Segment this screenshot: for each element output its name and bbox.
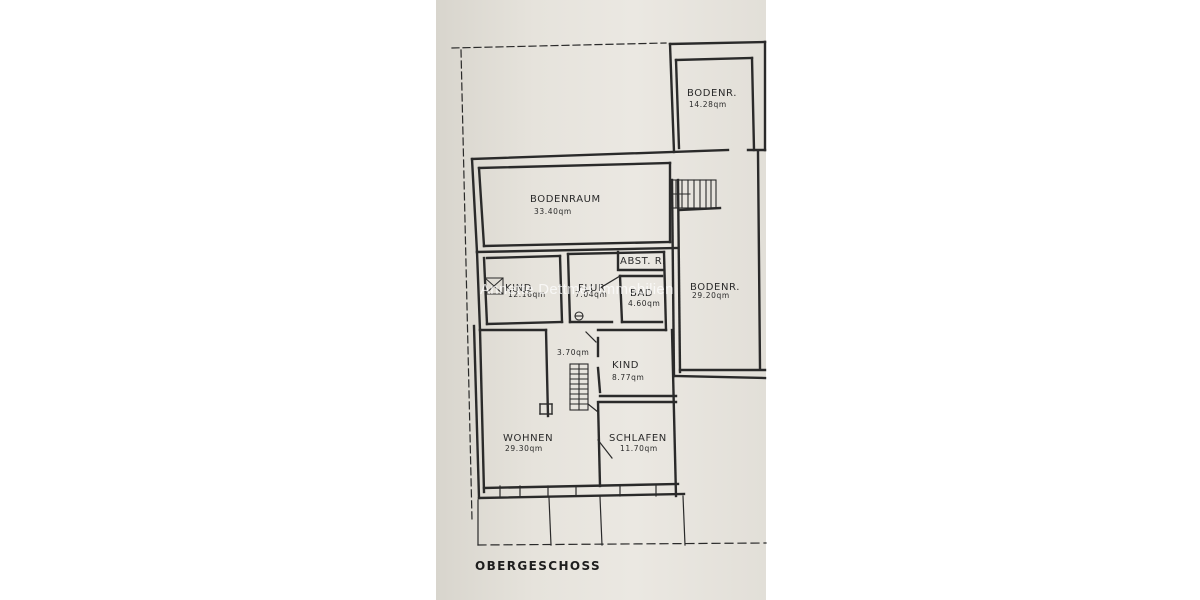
room-labels: BODENR. 14.28qm BODENRAUM 33.40qm ABST. … — [503, 88, 740, 453]
label-bodenraum: BODENRAUM — [530, 194, 601, 205]
area-wohnen: 29.30qm — [505, 444, 543, 453]
label-kind-mid: KIND — [612, 360, 639, 371]
label-flur: FLUR — [578, 283, 606, 294]
kind-left-fixture — [484, 277, 504, 295]
label-bodenr-top: BODENR. — [687, 88, 737, 99]
label-schlafen: SCHLAFEN — [609, 433, 667, 444]
room-bodenraum — [470, 148, 767, 254]
area-schlafen: 11.70qm — [620, 444, 658, 453]
rooms-middle-row — [475, 250, 668, 332]
room-bodenr-top — [668, 40, 767, 154]
label-abstr: ABST. R. — [620, 256, 666, 267]
area-bodenr-top: 14.28qm — [689, 100, 727, 109]
paper-scan — [436, 0, 766, 600]
property-boundary — [451, 42, 667, 521]
balcony — [477, 495, 767, 546]
watermark: Annette Dettmer Immobilien — [480, 281, 674, 298]
floor-title: OBERGESCHOSS — [475, 559, 601, 573]
area-kind-mid: 8.77qm — [612, 373, 644, 382]
rooms-lower-block — [472, 324, 686, 500]
stair-top — [669, 179, 717, 209]
area-bodenraum: 33.40qm — [534, 207, 572, 216]
area-bodenr-right: 29.20qm — [692, 291, 730, 300]
label-wohnen: WOHNEN — [503, 433, 553, 444]
label-kind-left: KIND — [505, 283, 532, 294]
area-flur: 7.04qm — [575, 290, 607, 299]
area-stair: 3.70qm — [557, 348, 589, 357]
area-bad: 4.60qm — [628, 299, 660, 308]
windows-bottom — [499, 485, 657, 497]
label-bodenr-right: BODENR. — [690, 282, 740, 293]
room-bodenr-right — [670, 150, 767, 380]
label-bad: BAD — [630, 288, 653, 299]
area-kind-left: 12.16qm — [508, 290, 546, 299]
stair-central — [569, 311, 589, 411]
